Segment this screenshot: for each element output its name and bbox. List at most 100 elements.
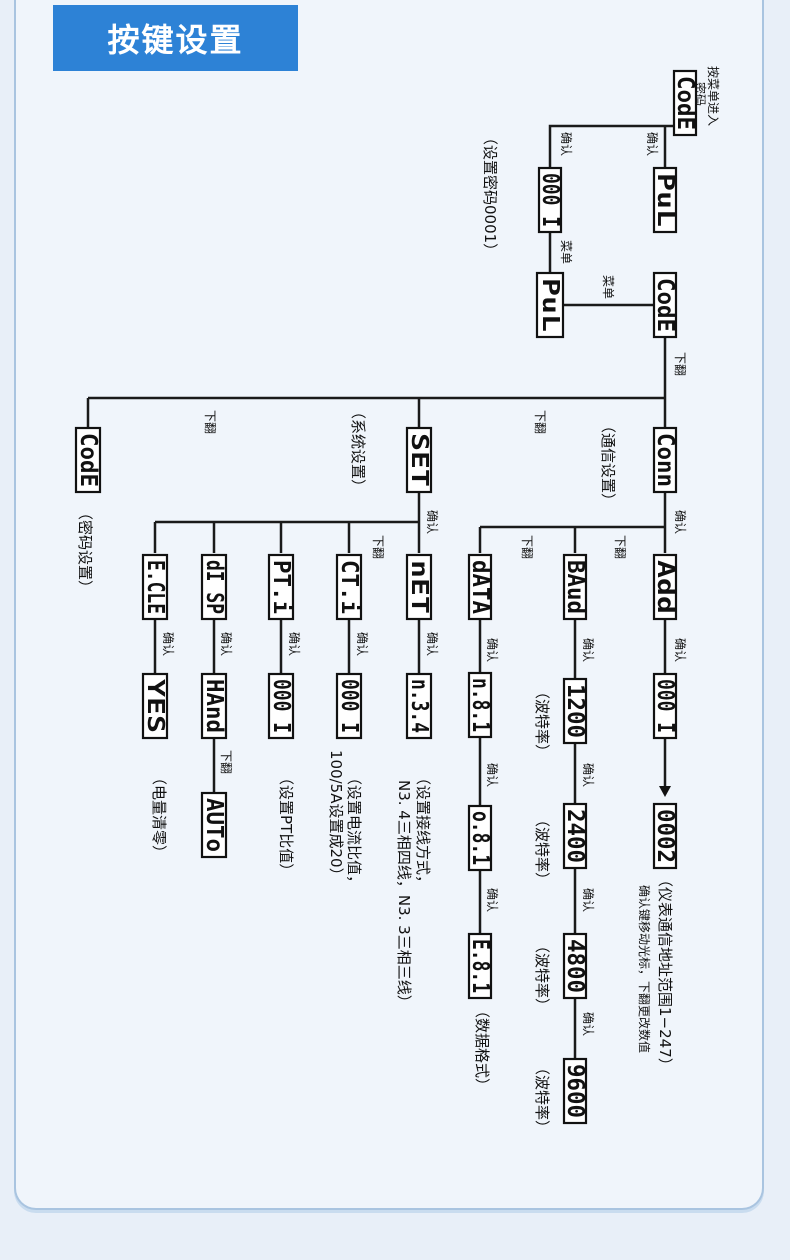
note-baud-rate: （波特率） <box>533 812 551 887</box>
vertical-labels: 按菜单进入密码确认确认菜单菜单下翻下翻下翻确认下翻下翻确认下翻确认确认确认确认确… <box>76 66 720 1135</box>
note-ct-ratio: 100/5A设置成20） <box>327 750 345 883</box>
node-text: CodE <box>672 76 698 130</box>
node-text: HAnd <box>201 679 227 733</box>
node-text: 000 I <box>336 679 362 733</box>
confirm-label: 确认 <box>287 632 301 656</box>
confirm-label: 确认 <box>645 132 659 156</box>
node-o81: o.8.1 <box>467 804 493 872</box>
node-text: dATA <box>467 560 493 614</box>
node-baud: BAud <box>562 553 588 621</box>
confirm-label: 确认 <box>485 638 499 662</box>
node-n34: n.3.4 <box>405 672 433 740</box>
node-disp: dI SP <box>200 553 228 621</box>
node-hand: HAnd <box>200 672 228 740</box>
connector-lines <box>86 124 685 1058</box>
note-set-password: （设置密码0001） <box>481 130 499 258</box>
node-auto: AUTo <box>200 791 228 859</box>
note-energy-clear: （电量清零） <box>150 770 168 860</box>
arrow-down-icon <box>659 786 671 797</box>
node-text: 000 I <box>537 173 563 227</box>
confirm-label: 确认 <box>581 763 595 787</box>
node-top-pass: PuL <box>652 166 678 234</box>
node-text: 9600 <box>562 1064 588 1118</box>
node-b2400: 2400 <box>562 802 588 870</box>
node-pt: PT.i <box>267 553 295 621</box>
node-text: AUTo <box>201 798 227 852</box>
note-pt-ratio: （设置PT比值） <box>277 770 295 878</box>
down-label: 下翻 <box>673 352 687 376</box>
confirm-label: 确认 <box>425 632 439 656</box>
confirm-label: 确认 <box>559 132 573 156</box>
note-baud-rate: （波特率） <box>533 684 551 759</box>
node-set: SET <box>405 426 433 494</box>
node-yes: YES <box>141 672 169 740</box>
node-menu-pass: PuL <box>535 271 565 339</box>
node-b4800: 4800 <box>562 932 588 1000</box>
confirm-label: 确认 <box>673 510 687 534</box>
node-text: nET <box>406 560 432 614</box>
node-text: BAud <box>562 560 588 614</box>
note-wiring: （设置接线方式， <box>414 770 432 890</box>
confirm-label: 确认 <box>161 632 175 656</box>
confirm-label: 确认 <box>485 763 499 787</box>
page-title: 按键设置 <box>53 5 298 71</box>
note-addr-range: （仪表通信地址范围1−247） <box>656 872 674 1073</box>
node-code-last: CodE <box>74 426 102 494</box>
node-n81: n.8.1 <box>467 671 493 739</box>
node-text: PuL <box>652 173 678 227</box>
confirm-label: 确认 <box>485 888 499 912</box>
node-text: 000 I <box>268 679 294 733</box>
confirm-label: 确认 <box>581 1012 595 1036</box>
node-text: SET <box>406 433 432 487</box>
node-text: n.3.4 <box>406 679 432 733</box>
node-pwd-0001: 000 I <box>537 166 563 234</box>
display-nodes: CodE PuL 000 I PuL CodE Conn SET CodE Add BAud dAT… <box>74 69 698 1125</box>
confirm-label: 确认 <box>425 510 439 534</box>
node-text: E.CLE <box>142 560 168 614</box>
node-text: 2400 <box>562 809 588 863</box>
node-top-code: CodE <box>672 69 698 137</box>
node-text: E.8.1 <box>467 939 493 993</box>
node-text: PuL <box>537 278 563 332</box>
node-ct-val: 000 I <box>335 672 363 740</box>
node-text: PT.i <box>268 560 294 614</box>
menu-label: 菜单 <box>559 240 573 264</box>
down-label: 下翻 <box>520 535 534 559</box>
node-addr-val: 000 I <box>652 672 678 740</box>
node-conn: Conn <box>652 426 678 494</box>
note-ct-ratio: （设置电流比值， <box>345 770 363 890</box>
confirm-label: 确认 <box>219 632 233 656</box>
note-sys-settings: （系统设置） <box>349 404 367 494</box>
note-baud-rate: （波特率） <box>533 938 551 1013</box>
confirm-label: 确认 <box>581 638 595 662</box>
node-text: Conn <box>652 433 678 487</box>
node-data-fmt: dATA <box>467 553 493 621</box>
down-label: 下翻 <box>219 750 233 774</box>
note-pwd-settings: （密码设置） <box>76 505 94 595</box>
down-label: 下翻 <box>533 410 547 434</box>
node-b1200: 1200 <box>562 677 588 745</box>
note-comm-settings: （通信设置） <box>599 418 617 508</box>
node-text: YES <box>142 679 168 733</box>
enter-menu-label: 按菜单进入 <box>706 66 720 126</box>
node-menu-code: CodE <box>652 271 678 339</box>
node-text: 1200 <box>562 684 588 738</box>
node-ct: CT.i <box>335 553 363 621</box>
node-add: Add <box>652 553 678 621</box>
note-data-format: （数据格式） <box>473 1003 491 1093</box>
node-text: CodE <box>75 433 101 487</box>
node-text: 000 I <box>652 679 678 733</box>
node-text: 0002 <box>652 809 678 863</box>
node-e81: E.8.1 <box>467 932 493 1000</box>
diagram-card <box>14 0 764 1210</box>
confirm-label: 确认 <box>673 638 687 662</box>
down-label: 下翻 <box>203 410 217 434</box>
note-baud-rate: （波特率） <box>533 1060 551 1135</box>
menu-label: 菜单 <box>601 275 615 299</box>
node-addr-val2: 0002 <box>652 802 678 870</box>
node-eclr: E.CLE <box>141 553 169 621</box>
node-b9600: 9600 <box>562 1057 588 1125</box>
node-net: nET <box>405 553 433 621</box>
node-pt-val: 000 I <box>267 672 295 740</box>
